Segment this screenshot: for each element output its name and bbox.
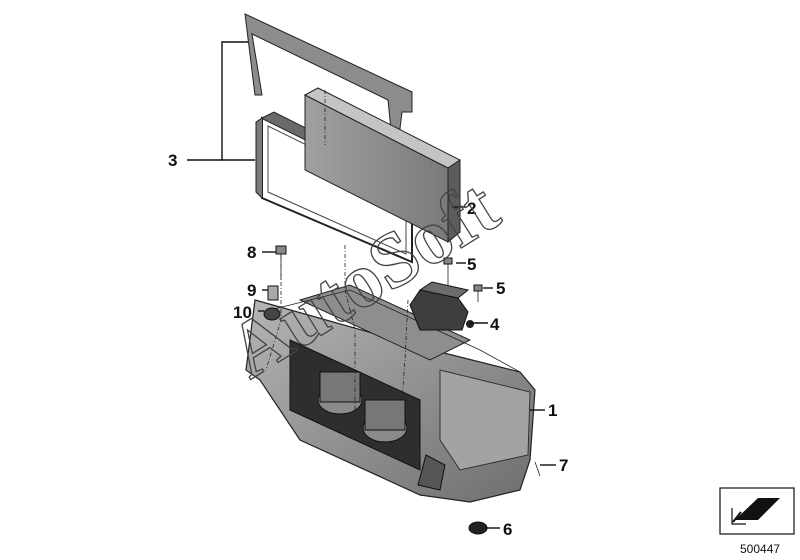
callout-3: 3 bbox=[168, 151, 177, 170]
callout-6: 6 bbox=[503, 520, 512, 539]
arrow-icon bbox=[731, 498, 780, 525]
callout-10: 10 bbox=[233, 303, 252, 322]
foot-part-6[interactable] bbox=[468, 521, 488, 535]
air-filter-element-part-2[interactable] bbox=[303, 87, 461, 244]
callout-2: 2 bbox=[467, 199, 476, 218]
callout-4: 4 bbox=[490, 315, 500, 334]
grommet-part-10[interactable] bbox=[263, 307, 281, 321]
callout-9: 9 bbox=[247, 281, 256, 300]
sensor-part-4[interactable] bbox=[409, 281, 474, 331]
callout-8: 8 bbox=[247, 243, 256, 262]
clip-part-7[interactable] bbox=[534, 461, 541, 477]
diagram-number: 500447 bbox=[740, 542, 780, 556]
callout-5a: 5 bbox=[467, 255, 476, 274]
callout-7: 7 bbox=[559, 456, 568, 475]
leader-lines bbox=[187, 41, 556, 529]
callout-labels: 1 2 3 4 5 5 6 7 8 9 10 bbox=[168, 151, 568, 539]
screw-part-5b[interactable] bbox=[473, 284, 483, 302]
callout-5b: 5 bbox=[496, 279, 505, 298]
screw-part-5a[interactable] bbox=[443, 257, 453, 285]
reference-box: 500447 bbox=[719, 487, 795, 556]
assembly-lines bbox=[265, 245, 409, 410]
callout-1: 1 bbox=[548, 401, 557, 420]
air-filter-housing-part-1[interactable] bbox=[245, 284, 536, 503]
bushing-part-9[interactable] bbox=[267, 285, 279, 301]
